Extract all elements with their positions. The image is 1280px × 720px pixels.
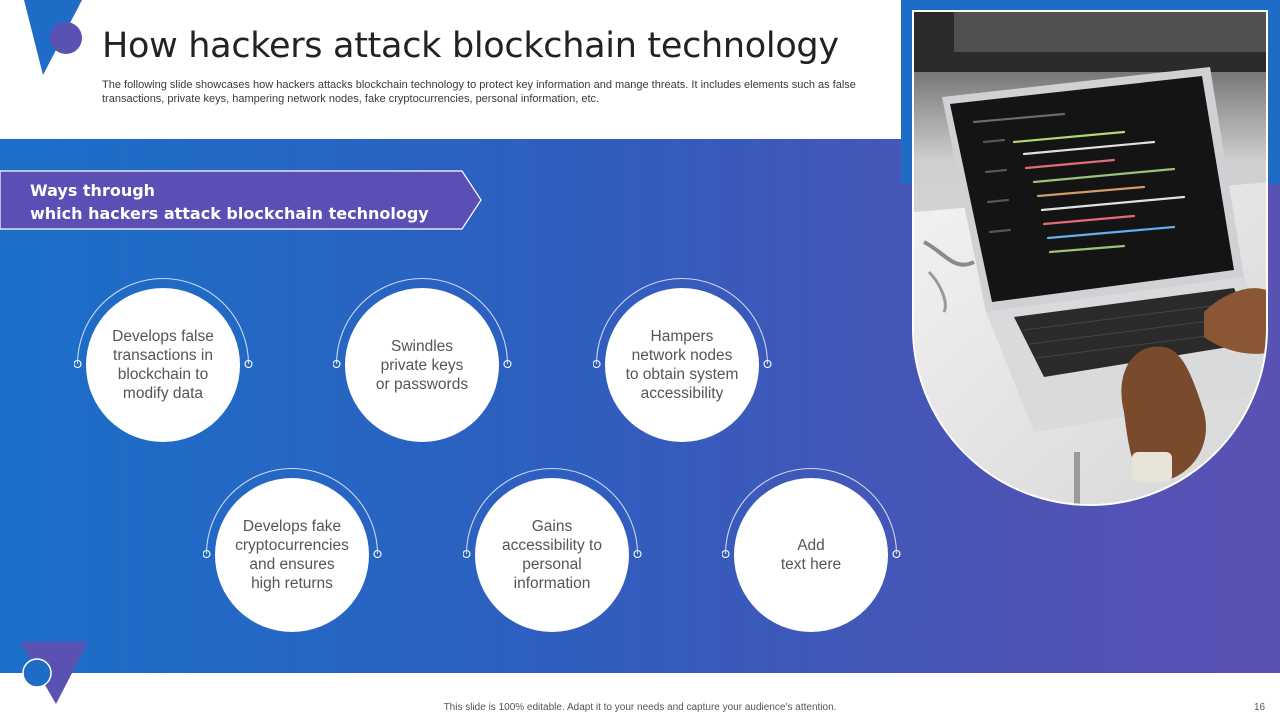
banner-line-2: which hackers attack blockchain technolo…: [30, 204, 429, 223]
attack-node-3: Hampers network nodes to obtain system a…: [593, 276, 773, 446]
banner-line-1: Ways through: [30, 181, 156, 200]
node-circle: Add text here: [734, 478, 888, 632]
section-banner: Ways through which hackers attack blockc…: [0, 170, 482, 230]
node-circle: Develops fake cryptocurrencies and ensur…: [215, 478, 369, 632]
attack-node-5: Gains accessibility to personal informat…: [463, 466, 643, 636]
node-text: Develops fake cryptocurrencies and ensur…: [235, 518, 349, 592]
laptop-code-illustration: [914, 12, 1266, 504]
node-circle: Develops false transactions in blockchai…: [86, 288, 240, 442]
node-arc: [593, 278, 772, 369]
laptop-photo: [912, 10, 1268, 506]
page-number: 16: [1254, 702, 1266, 713]
node-circle: Hampers network nodes to obtain system a…: [605, 288, 759, 442]
attack-node-2: Swindles private keys or passwords: [333, 276, 513, 446]
node-circle: Swindles private keys or passwords: [345, 288, 499, 442]
node-circle: Gains accessibility to personal informat…: [475, 478, 629, 632]
slide-subtitle: The following slide showcases how hacker…: [102, 79, 856, 105]
node-arc: [722, 468, 901, 559]
node-text: Hampers network nodes to obtain system a…: [625, 328, 739, 402]
node-arc: [333, 278, 512, 369]
node-arc: [463, 468, 642, 559]
bottom-decoration: [20, 642, 88, 704]
node-text: Develops false transactions in blockchai…: [112, 328, 214, 402]
node-text: Swindles private keys or passwords: [375, 337, 469, 393]
node-arc: [74, 278, 253, 369]
attack-node-6: Add text here: [722, 466, 902, 636]
node-text: Gains accessibility to personal informat…: [502, 518, 602, 592]
attack-node-4: Develops fake cryptocurrencies and ensur…: [203, 466, 383, 636]
slide-title: How hackers attack blockchain technology: [102, 26, 839, 66]
node-arc: [203, 468, 382, 559]
node-text: Add text here: [780, 537, 842, 573]
top-decoration: [24, 0, 82, 75]
banner-heading: Ways through which hackers attack blockc…: [30, 179, 429, 225]
footer-note: This slide is 100% editable. Adapt it to…: [443, 702, 837, 713]
attack-node-1: Develops false transactions in blockchai…: [74, 276, 254, 446]
